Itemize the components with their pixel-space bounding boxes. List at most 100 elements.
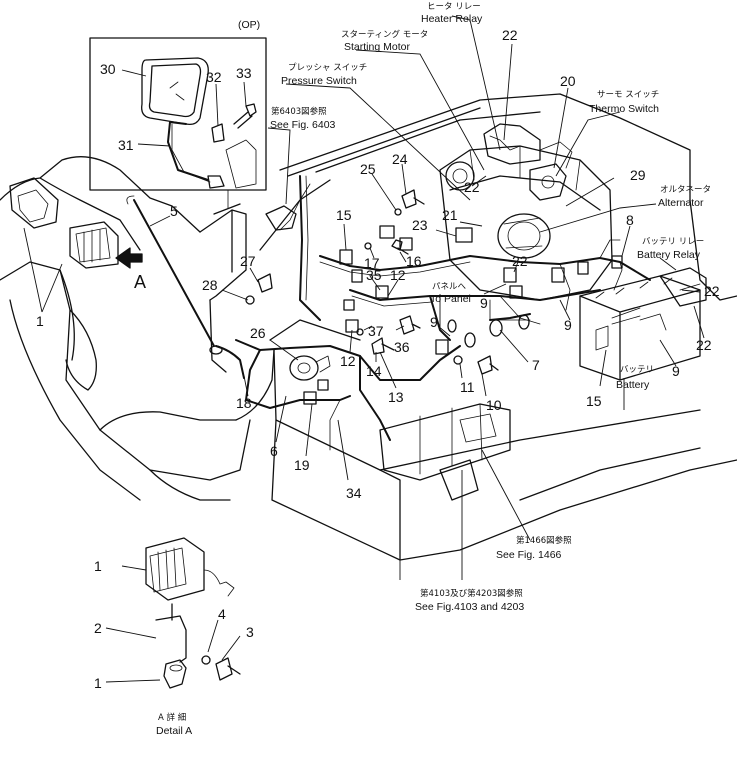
part-number-10: 10 <box>486 397 502 413</box>
part-number-30: 30 <box>100 61 116 77</box>
mirror-assembly <box>141 57 257 189</box>
alternator-label: Alternator <box>658 197 704 209</box>
part-number-12: 12 <box>390 267 406 283</box>
to-panel-label: To Panel <box>430 293 471 305</box>
horn <box>289 355 331 381</box>
work-lamp-on-cab <box>9 177 119 269</box>
part-number-5: 5 <box>170 203 178 219</box>
part-number-22: 22 <box>464 179 480 195</box>
leader-heater-relay <box>451 15 501 151</box>
leader-1c <box>105 679 161 683</box>
control-panel <box>379 403 511 501</box>
leader-fig-1466 <box>481 449 531 541</box>
battery-relay <box>659 267 707 307</box>
fig-6403-label: See Fig. 6403 <box>270 119 336 131</box>
leader-fig-6403 <box>267 127 291 205</box>
diagram-text: (OP) ヒータ リレー Heater Relay スターティング モータ St… <box>36 2 720 737</box>
leader-22b <box>471 175 487 187</box>
leader-11 <box>459 363 463 379</box>
leader-9d <box>659 339 677 367</box>
machine-frame <box>259 93 737 561</box>
thermo-switch-jp: サーモ スイッチ <box>597 90 659 100</box>
part-number-25: 25 <box>360 161 376 177</box>
alternator <box>497 213 551 259</box>
leader-1a <box>41 263 63 313</box>
leader-33 <box>243 81 247 107</box>
part-number-14: 14 <box>366 363 382 379</box>
thermo-switch-label: Thermo Switch <box>589 103 659 115</box>
leader-19 <box>305 403 313 457</box>
leader-battery-relay <box>659 257 677 271</box>
part-number-7: 7 <box>532 357 540 373</box>
heater-relay-jp: ヒータ リレー <box>427 2 481 12</box>
leader-22a <box>503 43 513 141</box>
detail-a-lamp <box>145 537 241 689</box>
leader-29 <box>565 177 615 207</box>
part-number-19: 19 <box>294 457 310 473</box>
battery-jp: バッテリ <box>620 365 654 375</box>
part-number-33: 33 <box>236 65 252 81</box>
leader-alternator <box>539 203 657 233</box>
part-number-22: 22 <box>512 253 528 269</box>
fig-1466-label: See Fig. 1466 <box>496 549 562 561</box>
part-number-22: 22 <box>696 337 712 353</box>
option-inset-frame <box>89 37 267 191</box>
part-number-20: 20 <box>560 73 576 89</box>
part-number-9: 9 <box>672 363 680 379</box>
wiring-harness <box>215 175 651 451</box>
leader-10 <box>481 373 487 397</box>
grommets <box>447 313 531 348</box>
leader-35 <box>369 275 381 291</box>
leader-4 <box>207 619 219 653</box>
part-number-1: 1 <box>94 558 102 574</box>
leader-17 <box>369 247 375 259</box>
part-number-24: 24 <box>392 151 408 167</box>
leader-5 <box>149 215 171 227</box>
cab-body <box>0 156 275 501</box>
starting-motor-jp: スターティング モータ <box>341 29 428 40</box>
part-number-22: 22 <box>502 27 518 43</box>
part-number-32: 32 <box>206 69 222 85</box>
leader-36 <box>395 325 405 331</box>
part-number-16: 16 <box>406 253 422 269</box>
detail-a-label: Detail A <box>156 725 192 737</box>
part-number-18: 18 <box>236 395 252 411</box>
fig-4103-label: See Fig.4103 and 4203 <box>415 601 524 613</box>
leader-13 <box>379 351 397 389</box>
fig-4103-jp: 第4103及び第4203図参照 <box>420 588 523 599</box>
part-number-15: 15 <box>336 207 352 223</box>
leader-22e <box>693 305 705 339</box>
part-number-36: 36 <box>394 339 410 355</box>
part-number-34: 34 <box>346 485 362 501</box>
leader-9c <box>559 299 571 321</box>
starting-motor-label: Starting Motor <box>344 41 410 53</box>
part-number-35: 35 <box>366 267 382 283</box>
part-number-28: 28 <box>202 277 218 293</box>
part-number-22: 22 <box>704 283 720 299</box>
leader-22c <box>513 261 519 273</box>
leader-25 <box>371 173 397 211</box>
part-number-8: 8 <box>626 212 634 228</box>
part-number-2: 2 <box>94 620 102 636</box>
leader-18 <box>243 375 249 397</box>
part-number-23: 23 <box>412 217 428 233</box>
leader-2 <box>105 627 157 639</box>
leader-21 <box>459 221 483 227</box>
leader-7 <box>499 329 529 363</box>
leader-thermo-switch <box>555 111 621 177</box>
part-number-27: 27 <box>240 253 256 269</box>
pressure-switch-jp: プレッシャ スイッチ <box>288 63 367 73</box>
leader-8 <box>621 225 631 257</box>
part-number-15: 15 <box>586 393 602 409</box>
part-number-37: 37 <box>368 323 384 339</box>
detail-a-jp: A 詳 細 <box>158 712 186 723</box>
to-panel-jp: パネルへ <box>432 282 467 292</box>
part-number-11: 11 <box>460 379 475 395</box>
part-number-1: 1 <box>36 313 44 329</box>
bolts <box>245 189 499 375</box>
leader-24 <box>401 163 407 195</box>
leader-12b <box>349 329 353 353</box>
part-number-12: 12 <box>340 353 356 369</box>
leader-3 <box>221 635 241 661</box>
